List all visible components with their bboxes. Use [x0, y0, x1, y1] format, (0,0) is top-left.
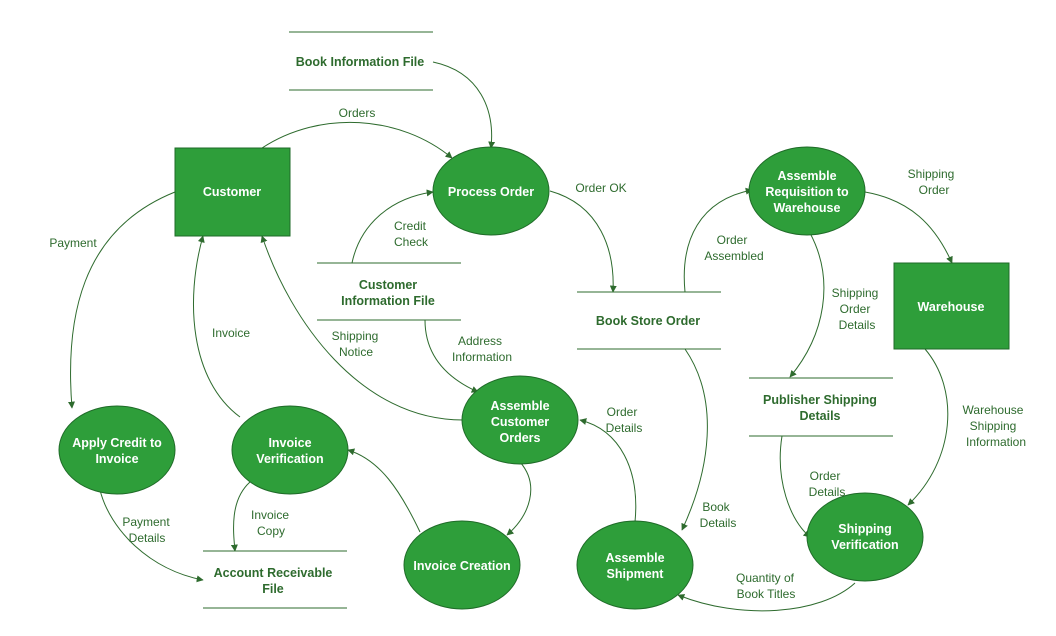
process-assemble-customer-orders[interactable]: Assemble Customer Orders	[461, 375, 579, 465]
flow-label-address-information: Information	[452, 350, 512, 364]
process-label: Invoice	[95, 452, 138, 466]
flow-label-shipping-order: Order	[919, 183, 950, 197]
flow-address-information	[424, 319, 479, 393]
entity-customer[interactable]: Customer	[174, 147, 291, 237]
store-label: Information File	[341, 294, 435, 308]
flow-label-order-assembled: Assembled	[704, 249, 763, 263]
process-label: Shipping	[838, 522, 891, 536]
flow-book-details	[681, 348, 708, 531]
process-label: Assemble	[490, 399, 549, 413]
flow-label-invoice-copy: Invoice	[251, 508, 289, 522]
flow-order-assembled	[683, 187, 753, 293]
store-label: Account Receivable	[214, 566, 333, 580]
flow-order-details-2	[779, 435, 811, 538]
flow-label-warehouse-shipping-information: Warehouse	[963, 403, 1024, 417]
flow-label-shipping-notice: Shipping	[332, 329, 379, 343]
flow-invoice-copy	[230, 481, 251, 552]
flow-label-payment-details: Payment	[122, 515, 170, 529]
flow-label-quantity-of-book-titles: Book Titles	[737, 587, 796, 601]
flow-label-warehouse-shipping-information: Information	[966, 435, 1026, 449]
flow-customer-orders-to-invoice-creation	[506, 461, 532, 536]
process-label: Customer	[491, 415, 549, 429]
flow-payment	[68, 191, 176, 409]
flow-label-quantity-of-book-titles: Quantity of	[736, 571, 795, 585]
entity-warehouse[interactable]: Warehouse	[893, 262, 1010, 350]
flow-label-shipping-order-details: Details	[839, 318, 876, 332]
process-label: Orders	[500, 431, 541, 445]
flow-label-order-assembled: Order	[717, 233, 748, 247]
flow-label-order-details-2: Details	[809, 485, 846, 499]
store-label: Book Information File	[296, 55, 425, 69]
flow-invoice	[192, 235, 241, 418]
process-label: Process Order	[448, 185, 534, 199]
process-label: Verification	[831, 538, 898, 552]
flow-shipping-order-details	[789, 232, 825, 378]
flow-label-warehouse-shipping-information: Shipping	[970, 419, 1017, 433]
store-customer-information-file[interactable]: Customer Information File	[317, 262, 461, 321]
flow-warehouse-shipping-information	[907, 348, 949, 506]
flow-label-order-details-1: Order	[607, 405, 638, 419]
flow-quantity-of-book-titles	[677, 582, 856, 612]
process-assemble-requisition[interactable]: Assemble Requisition to Warehouse	[748, 146, 866, 236]
store-label: Customer	[359, 278, 417, 292]
flow-label-credit-check: Credit	[394, 219, 427, 233]
flow-shipping-notice	[260, 235, 464, 421]
store-label: File	[262, 582, 284, 596]
flow-shipping-order	[864, 191, 953, 264]
flow-label-book-details: Details	[700, 516, 737, 530]
flow-label-order-details-1: Details	[606, 421, 643, 435]
process-label: Shipment	[607, 567, 665, 581]
flow-label-orders: Orders	[339, 106, 376, 120]
flow-book-info-to-process-order	[432, 61, 496, 149]
store-publisher-shipping-details[interactable]: Publisher Shipping Details	[749, 377, 893, 437]
flow-label-invoice-copy: Copy	[257, 524, 285, 538]
flow-payment-details	[99, 489, 204, 583]
flows	[68, 61, 953, 612]
process-assemble-shipment[interactable]: Assemble Shipment	[576, 520, 694, 610]
flow-label-invoice: Invoice	[212, 326, 250, 340]
flow-label-shipping-order-details: Shipping	[832, 286, 879, 300]
process-label: Requisition to	[765, 185, 849, 199]
entity-label: Warehouse	[918, 300, 985, 314]
process-label: Apply Credit to	[72, 436, 162, 450]
process-label: Warehouse	[774, 201, 841, 215]
flow-order-ok	[549, 190, 617, 293]
flow-label-credit-check: Check	[394, 235, 429, 249]
flow-labels: Orders Order OK Shipping Order Payment C…	[49, 106, 1026, 601]
flow-label-payment: Payment	[49, 236, 97, 250]
store-account-receivable-file[interactable]: Account Receivable File	[203, 550, 347, 609]
process-label: Assemble	[777, 169, 836, 183]
store-book-store-order[interactable]: Book Store Order	[577, 291, 721, 350]
store-book-information-file[interactable]: Book Information File	[289, 31, 433, 91]
flow-label-payment-details: Details	[129, 531, 166, 545]
flow-label-shipping-order: Shipping	[908, 167, 955, 181]
process-label: Verification	[256, 452, 323, 466]
flow-label-shipping-notice: Notice	[339, 345, 373, 359]
store-label: Details	[800, 409, 841, 423]
flow-credit-check	[351, 189, 434, 264]
process-label: Assemble	[605, 551, 664, 565]
process-label: Invoice Creation	[413, 559, 510, 573]
flow-invoice-creation-to-verification	[347, 448, 421, 533]
process-invoice-verification[interactable]: Invoice Verification	[231, 405, 349, 495]
flow-label-book-details: Book	[702, 500, 730, 514]
process-label: Invoice	[268, 436, 311, 450]
process-process-order[interactable]: Process Order	[432, 146, 550, 236]
entity-label: Customer	[203, 185, 261, 199]
flow-label-order-ok: Order OK	[575, 181, 626, 195]
flow-label-order-details-2: Order	[810, 469, 841, 483]
flow-label-shipping-order-details: Order	[840, 302, 871, 316]
store-label: Book Store Order	[596, 314, 700, 328]
flow-label-address-information: Address	[458, 334, 502, 348]
process-invoice-creation[interactable]: Invoice Creation	[403, 520, 521, 610]
flow-order-details-1	[579, 418, 637, 523]
process-apply-credit[interactable]: Apply Credit to Invoice	[58, 405, 176, 495]
process-shipping-verification[interactable]: Shipping Verification	[806, 492, 924, 582]
store-label: Publisher Shipping	[763, 393, 877, 407]
flow-orders	[261, 121, 453, 159]
